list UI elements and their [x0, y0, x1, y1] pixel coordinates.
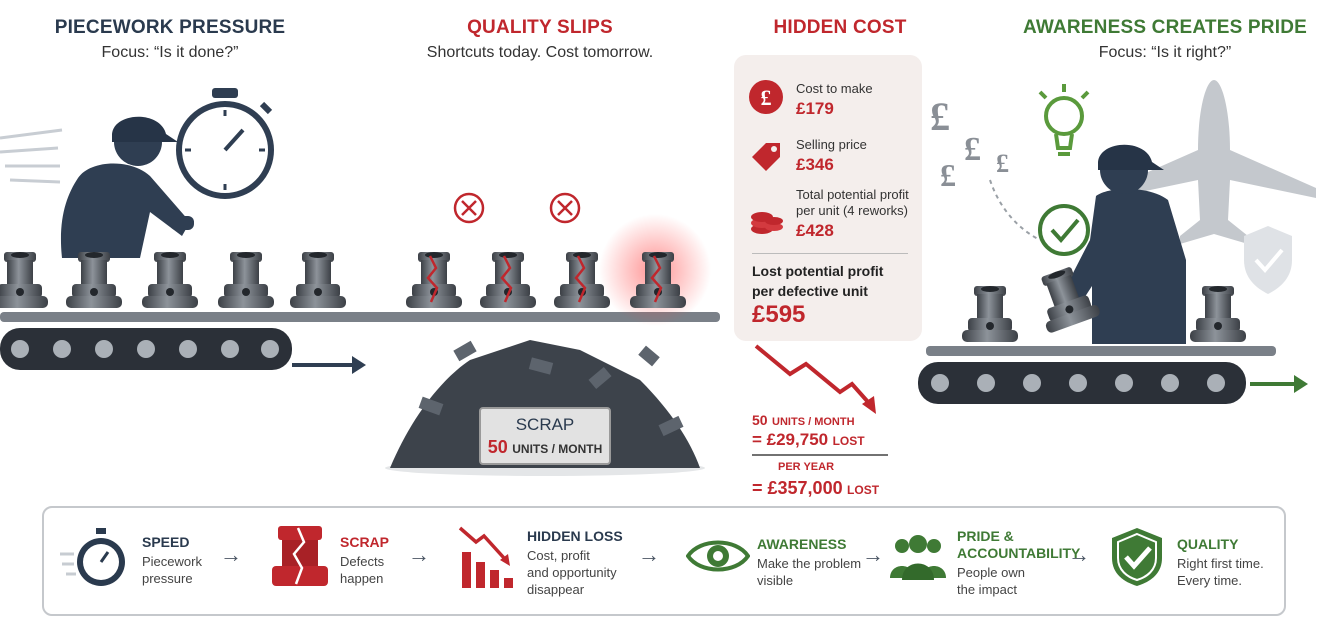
cost-label: Cost to make: [796, 81, 873, 96]
svg-text:£: £: [964, 131, 981, 168]
monthly-loss: = £29,750 LOST: [752, 430, 865, 450]
flow-speed-title: SPEED: [142, 534, 190, 550]
year-label: PER YEAR: [778, 461, 835, 473]
svg-text:£: £: [930, 94, 950, 139]
profit-label-1: Total potential profit: [796, 187, 909, 202]
price-value: £346: [796, 155, 834, 174]
card-divider: [752, 253, 908, 254]
flow-hidden-title: HIDDEN LOSS: [527, 528, 623, 544]
broken-part-icon: [272, 526, 328, 586]
panel-subtitle-piecework: Focus: “Is it done?”: [101, 44, 239, 61]
lost-label-2: per defective unit: [752, 283, 868, 299]
flow-scrap-line2: happen: [340, 571, 384, 586]
flow-pride-title2: ACCOUNTABILITY: [957, 545, 1081, 561]
panel-subtitle-quality: Shortcuts today. Cost tomorrow.: [426, 44, 654, 61]
production-line-illustration: ££ ££: [0, 80, 1316, 476]
panel-title-quality: QUALITY SLIPS: [467, 17, 613, 38]
cost-card: £ Cost to make £179 Selling price £346 T…: [734, 55, 922, 341]
flow-awareness-line2: visible: [757, 573, 794, 588]
flow-quality-line2: Every time.: [1177, 573, 1243, 588]
shield-check-icon: [1112, 528, 1162, 586]
panel-title-piecework: PIECEWORK PRESSURE: [54, 17, 286, 38]
flow-arrow-icon: →: [638, 542, 660, 567]
monthly-units: 50 UNITS / MONTH: [752, 412, 855, 430]
month-lost: LOST: [832, 434, 865, 448]
month-eq: = £29,750: [752, 430, 829, 449]
profit-value: £428: [796, 221, 834, 240]
price-tag-icon: [752, 143, 780, 171]
declining-chart-icon: [458, 526, 513, 588]
flow-pride-line1: People own: [957, 565, 1025, 580]
team-icon: [890, 535, 946, 580]
flow-arrow-icon: →: [1068, 542, 1090, 567]
flow-scrap-line1: Defects: [340, 554, 385, 569]
flow-quality-title: QUALITY: [1177, 536, 1239, 552]
scrap-unit: UNITS / MONTH: [512, 442, 603, 456]
flow-hidden-line1: Cost, profit: [527, 548, 590, 563]
flow-scrap-title: SCRAP: [340, 534, 390, 550]
scrap-label-box: SCRAP 50 UNITS / MONTH: [479, 407, 611, 465]
eye-icon: [686, 540, 750, 572]
cost-value: £179: [796, 99, 834, 118]
profit-label-2: per unit (4 reworks): [796, 203, 908, 218]
svg-text:£: £: [940, 157, 956, 193]
flow-awareness-title: AWARENESS: [757, 536, 847, 552]
flow-hidden-line3: disappear: [527, 582, 585, 597]
flow-speed-line1: Piecework: [142, 554, 202, 569]
flow-speed-line2: pressure: [142, 571, 193, 586]
panel-title-awareness: AWARENESS CREATES PRIDE: [1022, 17, 1307, 38]
price-label: Selling price: [796, 137, 867, 152]
scrap-qty: 50: [487, 437, 508, 457]
flow-pride-line2: the impact: [957, 582, 1017, 597]
flow-arrow-icon: →: [862, 542, 884, 567]
flow-quality-line1: Right first time.: [1177, 556, 1264, 571]
lost-value: £595: [752, 301, 806, 328]
panel-title-hidden: HIDDEN COST: [773, 17, 907, 38]
flow-arrow-icon: →: [408, 542, 430, 567]
process-flow: [42, 506, 1286, 616]
svg-text:£: £: [996, 149, 1009, 178]
flow-awareness-line1: Make the problem: [757, 556, 862, 571]
flow-pride-title: PRIDE &: [957, 528, 1014, 544]
year-eq: = £357,000: [752, 478, 843, 498]
flow-hidden-line2: and opportunity: [527, 565, 617, 580]
panel-subtitle-awareness: Focus: “Is it right?”: [1098, 44, 1232, 61]
month-unit: UNITS / MONTH: [772, 416, 855, 428]
scrap-title: SCRAP: [515, 415, 575, 434]
yearly-loss: = £357,000 LOST: [752, 478, 879, 499]
stopwatch-icon: [60, 528, 125, 586]
flow-arrow-icon: →: [220, 542, 242, 567]
year-lost: LOST: [847, 483, 880, 497]
pound-coin-icon: £: [749, 80, 783, 114]
svg-text:£: £: [761, 85, 772, 110]
coin-stack-icon: [751, 212, 783, 234]
month-qty: 50: [752, 412, 768, 428]
lost-label-1: Lost potential profit: [752, 263, 884, 279]
